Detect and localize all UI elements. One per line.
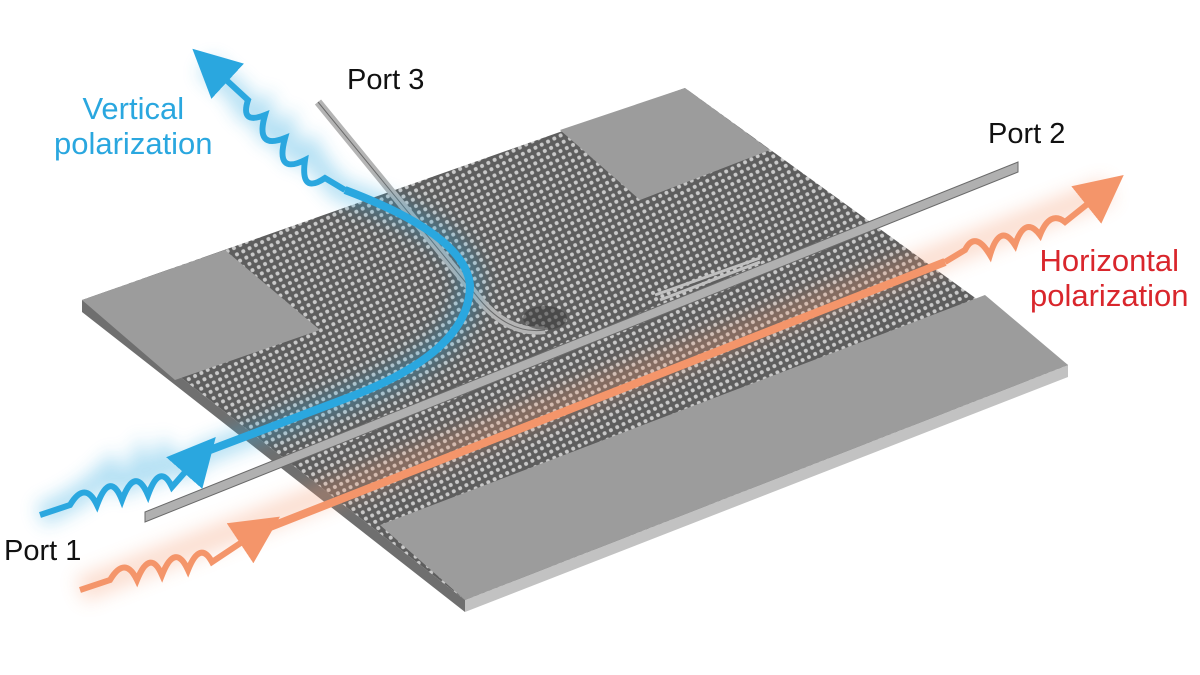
coupling-cavity <box>523 306 567 330</box>
horizontal-polarization-beam <box>75 175 1124 603</box>
vertical-polarization-label: Vertical polarization <box>54 91 213 161</box>
vertical-label-line1: Vertical <box>82 91 185 126</box>
horizontal-label-line1: Horizontal <box>1039 243 1180 278</box>
vertical-label-line2: polarization <box>54 125 213 161</box>
coupler-taper <box>654 256 761 302</box>
port-2-label: Port 2 <box>988 118 1066 150</box>
waveguide-port1-port2 <box>144 161 1019 523</box>
horizontal-polarization-label: Horizontal polarization <box>1030 243 1189 313</box>
port-3-label: Port 3 <box>347 64 425 96</box>
vertical-polarization-beam <box>36 48 482 526</box>
horizontal-label-line2: polarization <box>1030 277 1189 313</box>
waveguides <box>144 99 1019 523</box>
solid-pads <box>82 88 1068 600</box>
port-1-label: Port 1 <box>4 535 82 567</box>
